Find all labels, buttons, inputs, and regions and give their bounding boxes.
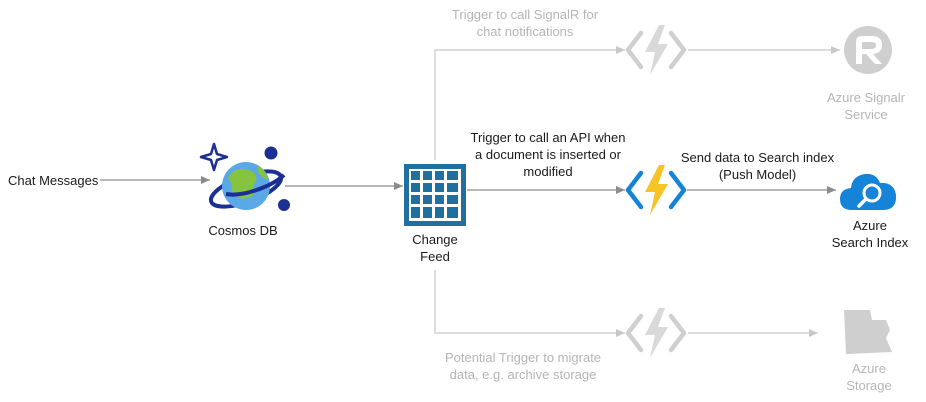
signalr-trigger-line2: chat notifications <box>476 24 574 39</box>
change-feed-grid-icon <box>404 164 466 226</box>
azure-function-icon <box>625 165 687 215</box>
azure-storage-icon <box>844 310 892 354</box>
arrow-changefeed-to-storage-function <box>434 270 625 337</box>
cosmos-db-label: Cosmos DB <box>208 223 278 238</box>
search-index-line1: Azure <box>853 218 887 233</box>
storage-label: Azure Storage <box>829 360 909 394</box>
signalr-service-label: Azure Signalr Service <box>816 89 916 123</box>
signalr-icon <box>844 26 892 74</box>
migrate-trigger-line2: data, e.g. archive storage <box>449 367 597 382</box>
search-index-label: Azure Search Index <box>822 217 918 251</box>
storage-line2: Storage <box>846 378 892 393</box>
azure-search-icon <box>840 173 897 210</box>
api-trigger-line2: a document is inserted or <box>475 147 621 162</box>
api-trigger-line1: Trigger to call an API when <box>470 130 626 145</box>
send-data-label: Send data to Search index (Push Model) <box>670 149 845 183</box>
change-feed-label-line1: Change <box>412 232 458 247</box>
migrate-trigger-line1: Potential Trigger to migrate <box>444 350 602 365</box>
arrow-changefeed-to-signalr-function <box>434 46 625 160</box>
chat-messages-label: Chat Messages <box>8 173 99 188</box>
cosmos-db-icon <box>199 142 290 211</box>
send-data-line1: Send data to Search index <box>680 150 835 165</box>
signalr-trigger-label: Trigger to call SignalR for chat notific… <box>425 6 625 40</box>
signalr-service-line1: Azure Signalr <box>826 90 906 105</box>
api-trigger-line3: modified <box>523 164 573 179</box>
change-feed-label-line2: Feed <box>420 249 450 264</box>
migrate-trigger-label: Potential Trigger to migrate data, e.g. … <box>423 349 623 383</box>
azure-function-icon-signalr <box>625 25 687 75</box>
signalr-service-line2: Service <box>844 107 888 122</box>
search-index-line2: Search Index <box>831 235 909 250</box>
send-data-line2: (Push Model) <box>718 167 797 182</box>
change-feed-label: Change Feed <box>395 231 475 265</box>
api-trigger-label: Trigger to call an API when a document i… <box>458 129 638 180</box>
signalr-trigger-line1: Trigger to call SignalR for <box>451 7 599 22</box>
azure-function-icon-storage <box>625 308 687 358</box>
storage-line1: Azure <box>852 361 886 376</box>
